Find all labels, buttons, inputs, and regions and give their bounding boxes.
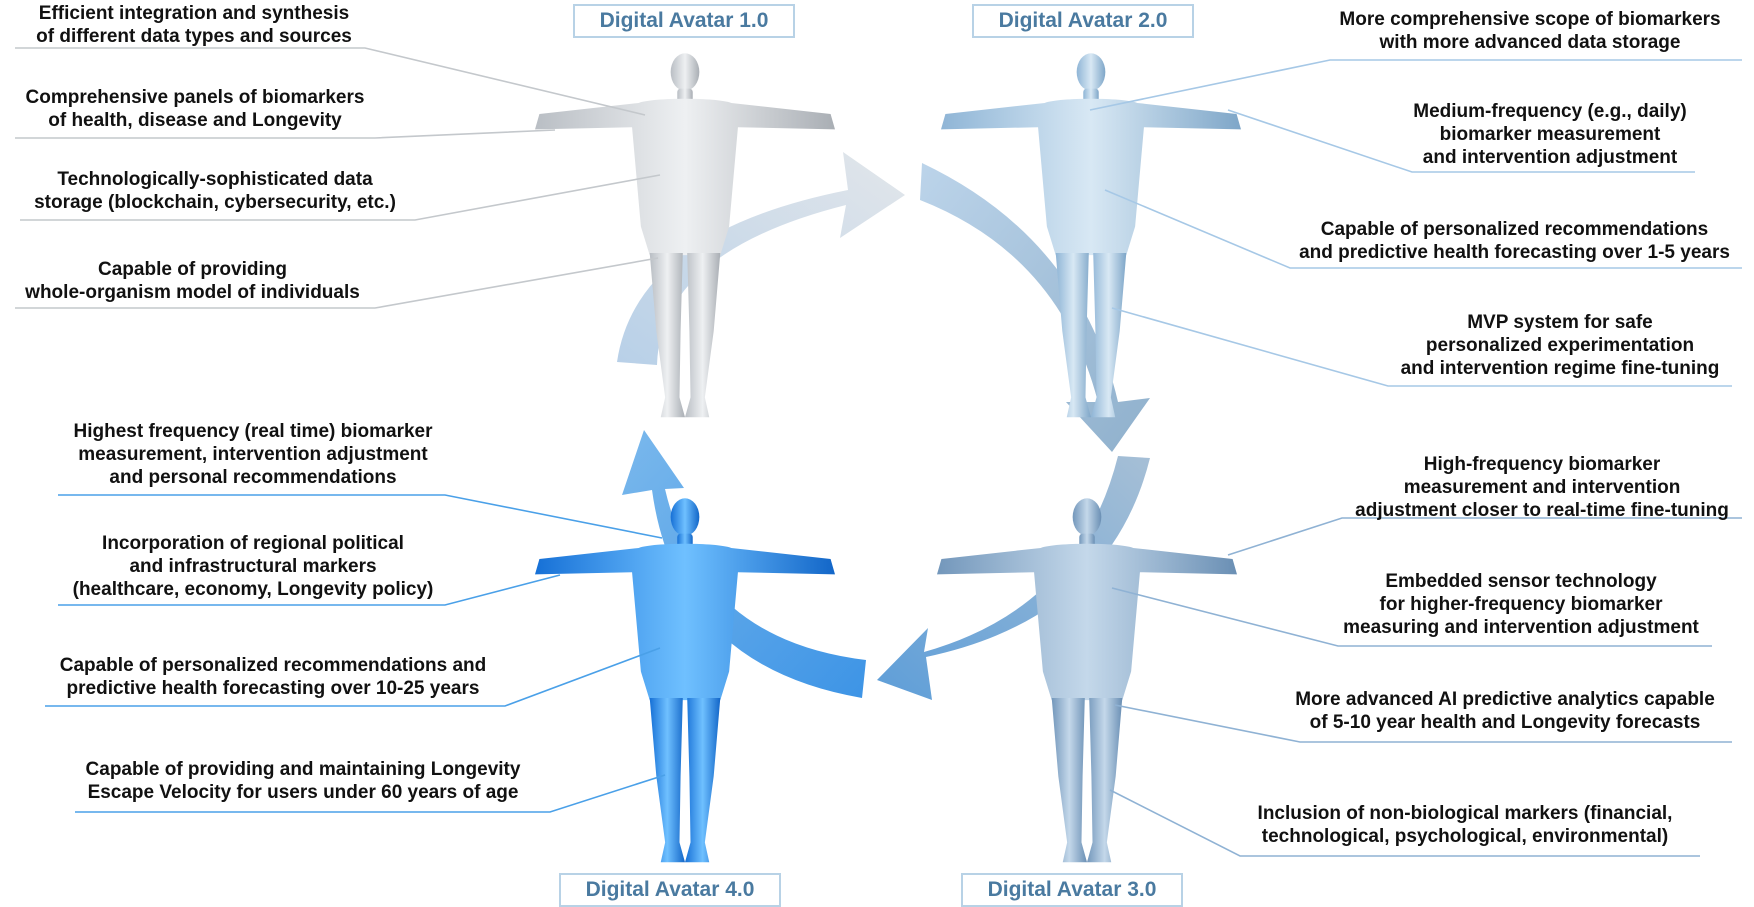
human-figure-4	[535, 498, 835, 862]
label-line: Medium-frequency (e.g., daily)	[1400, 100, 1700, 123]
label-line: Capable of personalized recommendations …	[38, 654, 508, 677]
avatar-4-title: Digital Avatar 4.0	[559, 873, 781, 907]
label-line: with more advanced data storage	[1320, 31, 1740, 54]
label-line: Capable of personalized recommendations	[1282, 218, 1747, 241]
avatar-4-feature-4: Capable of providing and maintaining Lon…	[68, 758, 538, 804]
human-figure-3	[937, 498, 1237, 862]
avatar-2-feature-3: Capable of personalized recommendations …	[1282, 218, 1747, 264]
label-line: measurement, intervention adjustment	[58, 443, 448, 466]
label-line: Inclusion of non-biological markers (fin…	[1240, 802, 1690, 825]
label-line: Embedded sensor technology	[1326, 570, 1716, 593]
label-line: and intervention regime fine-tuning	[1382, 357, 1738, 380]
label-line: Escape Velocity for users under 60 years…	[68, 781, 538, 804]
label-line: and intervention adjustment	[1400, 146, 1700, 169]
label-line: for higher-frequency biomarker	[1326, 593, 1716, 616]
avatar-1-feature-1: Efficient integration and synthesis of d…	[14, 2, 374, 48]
label-line: of health, disease and Longevity	[0, 109, 390, 132]
label-line: of different data types and sources	[14, 25, 374, 48]
avatar-2-feature-4: MVP system for safe personalized experim…	[1382, 311, 1738, 380]
label-line: and predictive health forecasting over 1…	[1282, 241, 1747, 264]
label-line: measuring and intervention adjustment	[1326, 616, 1716, 639]
label-line: More advanced AI predictive analytics ca…	[1270, 688, 1740, 711]
label-line: biomarker measurement	[1400, 123, 1700, 146]
label-line: More comprehensive scope of biomarkers	[1320, 8, 1740, 31]
label-line: Capable of providing and maintaining Lon…	[68, 758, 538, 781]
avatar-2-feature-2: Medium-frequency (e.g., daily) biomarker…	[1400, 100, 1700, 169]
avatar-2-feature-1: More comprehensive scope of biomarkers w…	[1320, 8, 1740, 54]
avatar-3-feature-4: Inclusion of non-biological markers (fin…	[1240, 802, 1690, 848]
label-line: whole-organism model of individuals	[5, 281, 380, 304]
label-line: and infrastructural markers	[58, 555, 448, 578]
label-line: Capable of providing	[5, 258, 380, 281]
label-line: Incorporation of regional political	[58, 532, 448, 555]
label-line: predictive health forecasting over 10-25…	[38, 677, 508, 700]
label-line: Highest frequency (real time) biomarker	[58, 420, 448, 443]
label-line: personalized experimentation	[1382, 334, 1738, 357]
label-line: MVP system for safe	[1382, 311, 1738, 334]
label-line: storage (blockchain, cybersecurity, etc.…	[5, 191, 425, 214]
avatar-3-feature-1: High-frequency biomarker measurement and…	[1332, 453, 1752, 522]
label-line: (healthcare, economy, Longevity policy)	[58, 578, 448, 601]
label-line: Technologically-sophisticated data	[5, 168, 425, 191]
avatar-1-feature-4: Capable of providing whole-organism mode…	[5, 258, 380, 304]
label-line: High-frequency biomarker	[1332, 453, 1752, 476]
avatar-3-feature-3: More advanced AI predictive analytics ca…	[1270, 688, 1740, 734]
label-line: Efficient integration and synthesis	[14, 2, 374, 25]
avatar-4-feature-3: Capable of personalized recommendations …	[38, 654, 508, 700]
avatar-3-feature-2: Embedded sensor technology for higher-fr…	[1326, 570, 1716, 639]
label-line: measurement and intervention	[1332, 476, 1752, 499]
avatar-2-title: Digital Avatar 2.0	[972, 4, 1194, 38]
label-line: Comprehensive panels of biomarkers	[0, 86, 390, 109]
avatar-1-title: Digital Avatar 1.0	[573, 4, 795, 38]
label-line: and personal recommendations	[58, 466, 448, 489]
label-line: adjustment closer to real-time fine-tuni…	[1332, 499, 1752, 522]
avatar-1-feature-3: Technologically-sophisticated data stora…	[5, 168, 425, 214]
label-line: technological, psychological, environmen…	[1240, 825, 1690, 848]
leader-line-3-1	[1228, 518, 1742, 555]
avatar-3-title: Digital Avatar 3.0	[961, 873, 1183, 907]
avatar-4-feature-2: Incorporation of regional political and …	[58, 532, 448, 601]
avatar-4-feature-1: Highest frequency (real time) biomarker …	[58, 420, 448, 489]
human-figure-1	[535, 53, 835, 417]
avatar-1-feature-2: Comprehensive panels of biomarkers of he…	[0, 86, 390, 132]
label-line: of 5-10 year health and Longevity foreca…	[1270, 711, 1740, 734]
